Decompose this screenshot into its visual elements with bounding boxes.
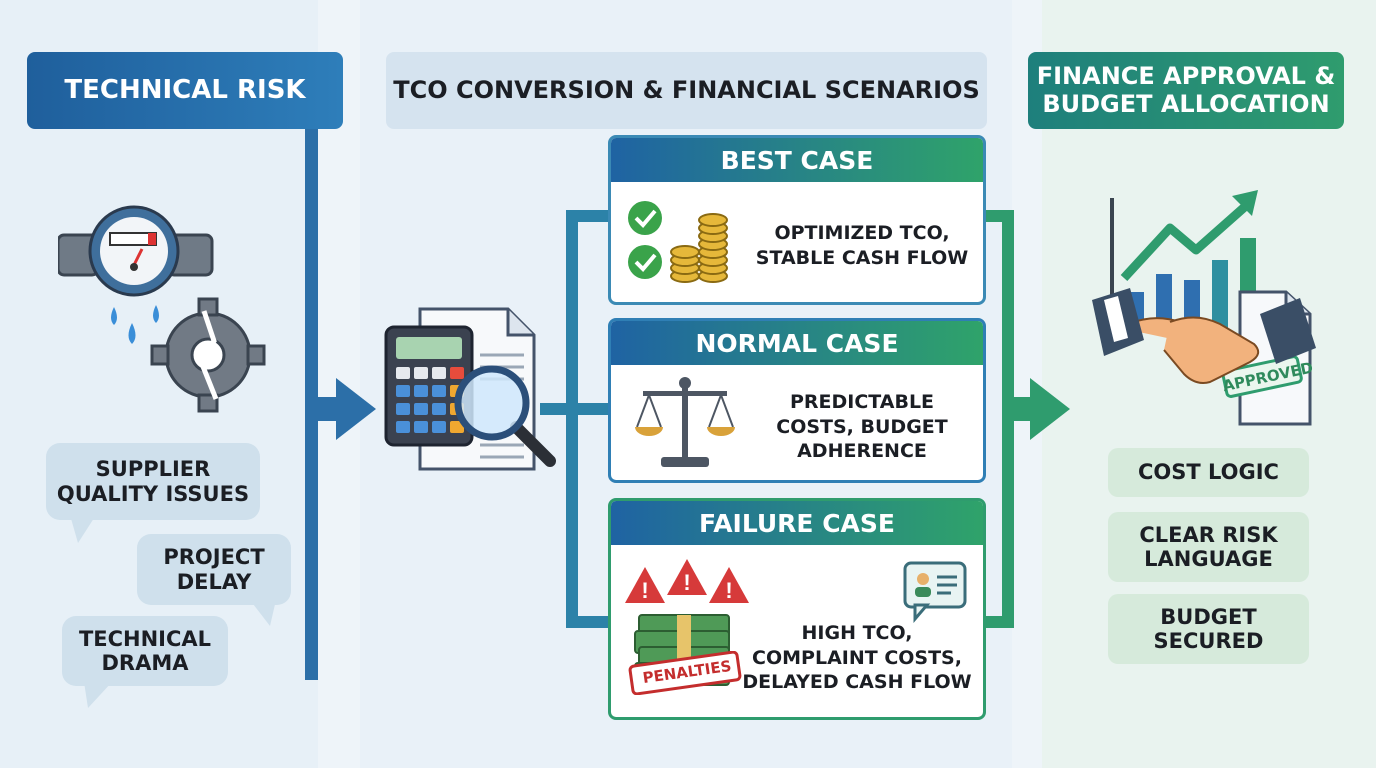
check-coins-icon — [625, 198, 737, 288]
best-case-text: OPTIMIZED TCO, STABLE CASH FLOW — [755, 222, 969, 269]
failure-case-title: FAILURE CASE — [611, 501, 983, 545]
bubble-tail — [84, 682, 112, 708]
calculator-magnifier-icon — [384, 305, 564, 475]
bubble-tail — [250, 600, 276, 626]
bubble-technical-drama: TECHNICAL DRAMA — [62, 616, 228, 686]
bubble-tail — [70, 515, 96, 543]
bubble-project-delay: PROJECT DELAY — [137, 534, 291, 605]
svg-text:!: ! — [683, 570, 690, 595]
balance-scale-icon — [635, 375, 735, 471]
best-case-title: BEST CASE — [611, 138, 983, 182]
outcome-clear-risk-language: CLEAR RISK LANGUAGE — [1108, 512, 1309, 582]
best-case-card: BEST CASE OPTIMIZED TCO, STABLE CASH FLO… — [608, 135, 986, 305]
svg-text:!: ! — [641, 578, 648, 603]
water-meter-gear-icon — [58, 205, 273, 415]
complaint-card-icon — [903, 561, 969, 623]
normal-case-card: NORMAL CASE PREDICTABLE COSTS, BUDGET AD… — [608, 318, 986, 483]
handshake-growth-chart-icon — [1090, 188, 1322, 428]
finance-header: FINANCE APPROVAL & BUDGET ALLOCATION — [1028, 52, 1344, 129]
penalties-stamp — [625, 651, 745, 695]
normal-case-title: NORMAL CASE — [611, 321, 983, 365]
failure-case-card: FAILURE CASE ! ! ! PE — [608, 498, 986, 720]
svg-text:!: ! — [725, 578, 732, 603]
normal-case-text: PREDICTABLE COSTS, BUDGET ADHERENCE — [776, 390, 948, 463]
failure-case-text: HIGH TCO, COMPLAINT COSTS, DELAYED CASH … — [742, 621, 972, 694]
bubble-supplier-quality: SUPPLIER QUALITY ISSUES — [46, 443, 260, 520]
tco-header: TCO CONVERSION & FINANCIAL SCENARIOS — [386, 52, 987, 129]
outcome-budget-secured: BUDGET SECURED — [1108, 594, 1309, 664]
technical-risk-header: TECHNICAL RISK — [27, 52, 343, 129]
outcome-cost-logic: COST LOGIC — [1108, 448, 1309, 497]
